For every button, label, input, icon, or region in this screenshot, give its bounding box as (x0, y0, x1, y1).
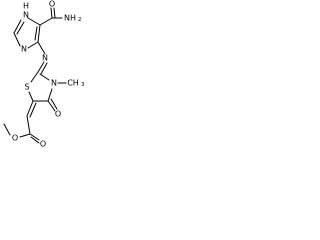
atom-thiazolidine-s: S (24, 83, 29, 92)
bond-n1-c2 (13, 19, 22, 34)
bond-cester-o-double (29, 133, 40, 141)
bond-c2-n3 (13, 32, 21, 47)
atom-imidazole-n1: N (23, 11, 29, 20)
bond-o-methyl (3, 123, 11, 136)
bond-c5t-ch (26, 100, 34, 117)
atom-n-methyl-subscript: 3 (81, 82, 85, 88)
carboxamide-group (39, 7, 63, 26)
imidazole-ring (13, 17, 41, 49)
bond-n3-c4 (27, 41, 39, 49)
atom-ester-carbonyl-o: O (40, 140, 46, 149)
bond-cester-o-double-2 (30, 136, 40, 144)
bond-nimine-c2t-double (40, 62, 48, 75)
atom-imidazole-h: H (23, 2, 29, 11)
atom-imidazole-n3: N (21, 45, 27, 54)
bond-c5t-ch-double (29, 102, 37, 118)
bond-c4t-n3t (47, 88, 53, 102)
bond-n1-c2-double (16, 21, 25, 35)
bond-ch-cester (26, 115, 31, 135)
atom-amide-o: O (49, 0, 55, 9)
bond-s-c5t (28, 91, 34, 102)
bond-cester-o-single (19, 133, 31, 138)
chemical-structure-diagram: O NH 2 H N N N S N CH 3 O O O (3, 0, 85, 149)
atom-amide-nh: NH (64, 14, 76, 23)
bond-c4-c5 (37, 24, 41, 43)
imine-linkage (37, 41, 48, 75)
ester-chain (3, 100, 40, 144)
atom-ester-alkoxy-o: O (12, 134, 18, 143)
atom-thiazolidine-n: N (51, 79, 57, 88)
atom-n-methyl: CH (67, 79, 79, 88)
atom-amide-nh-subscript: 2 (78, 17, 82, 23)
atom-ring-carbonyl-o: O (55, 110, 61, 119)
bond-c4-nimine (37, 41, 46, 55)
bond-c4-c5-double (34, 26, 38, 41)
bond-camide-o-double (53, 7, 56, 19)
bond-c5-n1 (27, 17, 41, 26)
thiazolidinone-ring (28, 71, 53, 102)
bond-nimine-c2t (37, 61, 45, 73)
bond-camide-o (50, 7, 53, 19)
ring-carbonyl (47, 98, 58, 112)
bond-c5-camide (39, 17, 53, 26)
bond-c4t-o (47, 100, 56, 112)
bond-c2t-s (30, 71, 39, 83)
atom-imine-n: N (42, 54, 48, 63)
bond-n3t-c2t (39, 73, 50, 81)
bond-c4t-o-double (50, 98, 58, 110)
